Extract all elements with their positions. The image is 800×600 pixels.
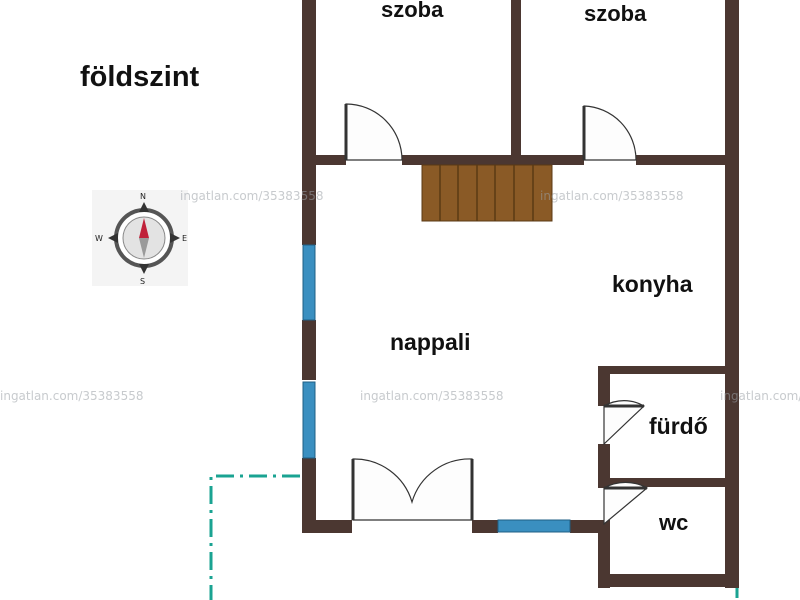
watermark: ingatlan.com/35383558 <box>540 189 683 203</box>
window-bottom <box>497 519 571 533</box>
compass-south: S <box>140 277 145 286</box>
watermarks: ingatlan.com/35383558 ingatlan.com/35383… <box>0 189 800 403</box>
compass-east: E <box>182 234 187 243</box>
door-entrance <box>352 458 473 521</box>
door-room-top-left <box>345 103 403 161</box>
watermark: ingatlan.com/35383558 <box>720 389 800 403</box>
walls <box>302 0 739 588</box>
door-room-top-right <box>583 105 637 161</box>
watermark: ingatlan.com/35383558 <box>180 189 323 203</box>
compass-west: W <box>95 234 103 243</box>
room-label-bathroom: fürdő <box>649 413 708 439</box>
room-label-kitchen: konyha <box>612 271 693 297</box>
windows <box>302 244 571 533</box>
window-left-upper <box>302 244 316 321</box>
watermark: ingatlan.com/35383558 <box>360 389 503 403</box>
compass-north: N <box>140 192 146 201</box>
window-left-lower <box>302 381 316 459</box>
room-label-top-right: szoba <box>584 1 647 26</box>
watermark: ingatlan.com/35383558 <box>0 389 143 403</box>
stairs <box>421 164 553 222</box>
compass-icon: N S W E <box>92 190 188 286</box>
floor-title: földszint <box>80 61 200 93</box>
room-label-top-left: szoba <box>381 0 444 22</box>
doors <box>344 103 649 526</box>
room-label-wc: wc <box>658 510 688 535</box>
room-label-living: nappali <box>390 329 471 355</box>
